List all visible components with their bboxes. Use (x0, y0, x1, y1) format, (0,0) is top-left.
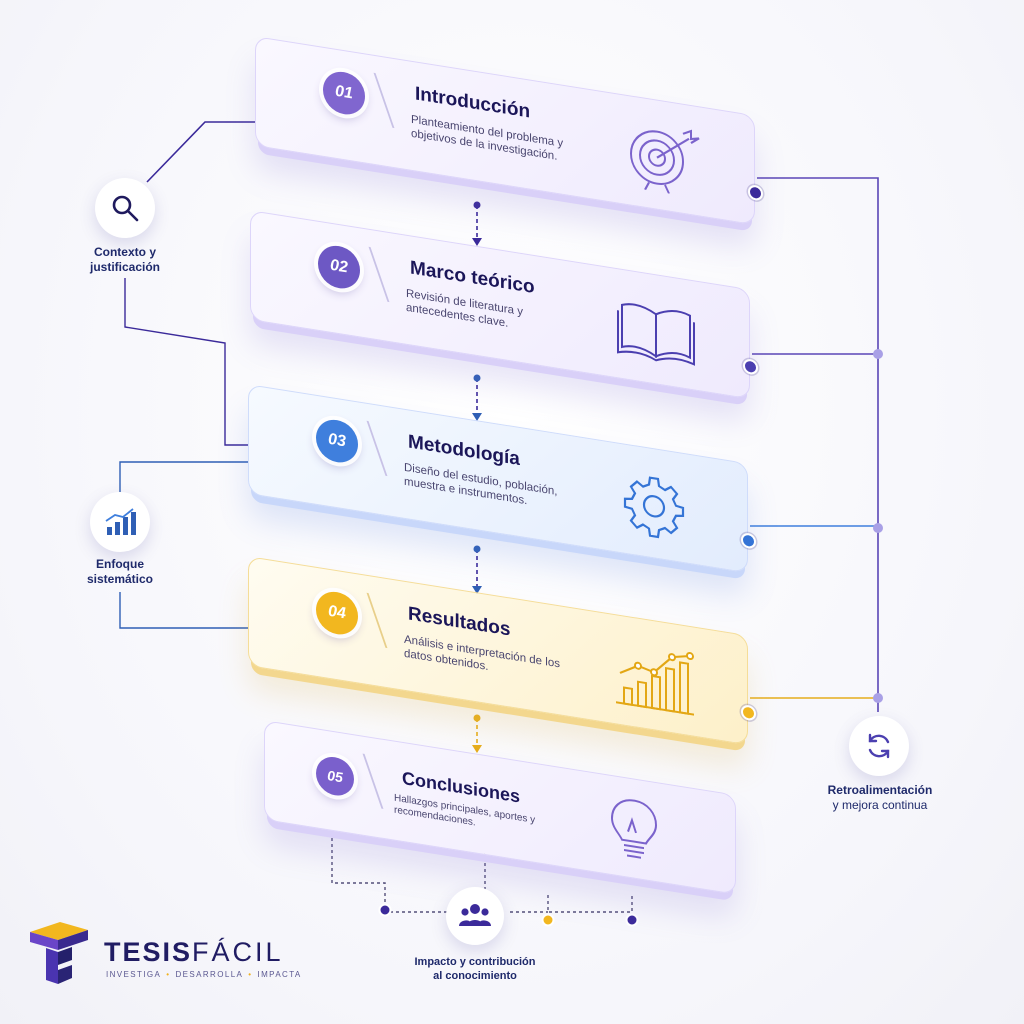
open-book-icon (617, 303, 695, 366)
growth-chart-icon (616, 651, 694, 716)
refresh-icon (868, 733, 890, 759)
brand-name: TESISFÁCIL (104, 937, 284, 968)
approach-label-line2: sistemático (86, 572, 154, 586)
brand-name-bold: TESIS (104, 937, 193, 967)
context-label-line1: Contexto y (93, 245, 156, 259)
feedback-label: Retroalimentación y mejora continua (810, 783, 950, 813)
approach-label: Enfoque sistemático (55, 557, 185, 587)
people-group-icon (459, 904, 491, 926)
impact-label-line1: Impacto y contribución (414, 956, 536, 968)
step-card-conclusiones[interactable]: 05 Conclusiones Hallazgos principales, a… (264, 720, 736, 895)
approach-label-line1: Enfoque (96, 557, 144, 571)
step-card-marco-teorico[interactable]: 02 Marco teórico Revisión de literatura … (250, 210, 758, 400)
lightbulb-icon (610, 799, 658, 859)
tagline-word-2: DESARROLLA (175, 970, 244, 979)
tagline-word-1: INVESTIGA (106, 970, 162, 979)
impact-label: Impacto y contribución al conocimiento (405, 955, 545, 983)
tagline-dot: • (166, 970, 171, 979)
impact-circle (446, 887, 504, 945)
feedback-label-line1: Retroalimentación (827, 783, 933, 797)
brand-name-light: FÁCIL (192, 937, 284, 967)
context-circle (95, 178, 155, 238)
tagline-word-3: IMPACTA (257, 970, 302, 979)
feedback-label-line2: y mejora continua (832, 798, 928, 812)
gear-icon (623, 476, 685, 539)
step-card-metodologia[interactable]: 03 Metodología Diseño del estudio, pobla… (248, 384, 756, 574)
brand-tagline: INVESTIGA • DESARROLLA • IMPACTA (106, 970, 302, 979)
context-label-line2: justificación (89, 260, 160, 274)
step-card-resultados[interactable]: 04 Resultados Análisis e interpretación … (248, 556, 756, 746)
tagline-dot: • (248, 970, 253, 979)
context-label: Contexto y justificación (60, 245, 190, 275)
feedback-circle (849, 716, 909, 776)
approach-circle (90, 492, 150, 552)
search-icon (112, 195, 139, 222)
target-icon (630, 129, 700, 194)
impact-label-line2: al conocimiento (433, 970, 517, 982)
step-card-introduccion[interactable]: 01 Introducción Planteamiento del proble… (255, 36, 763, 226)
bar-chart-icon (105, 508, 136, 535)
tesisfacil-logo-icon (30, 922, 88, 984)
